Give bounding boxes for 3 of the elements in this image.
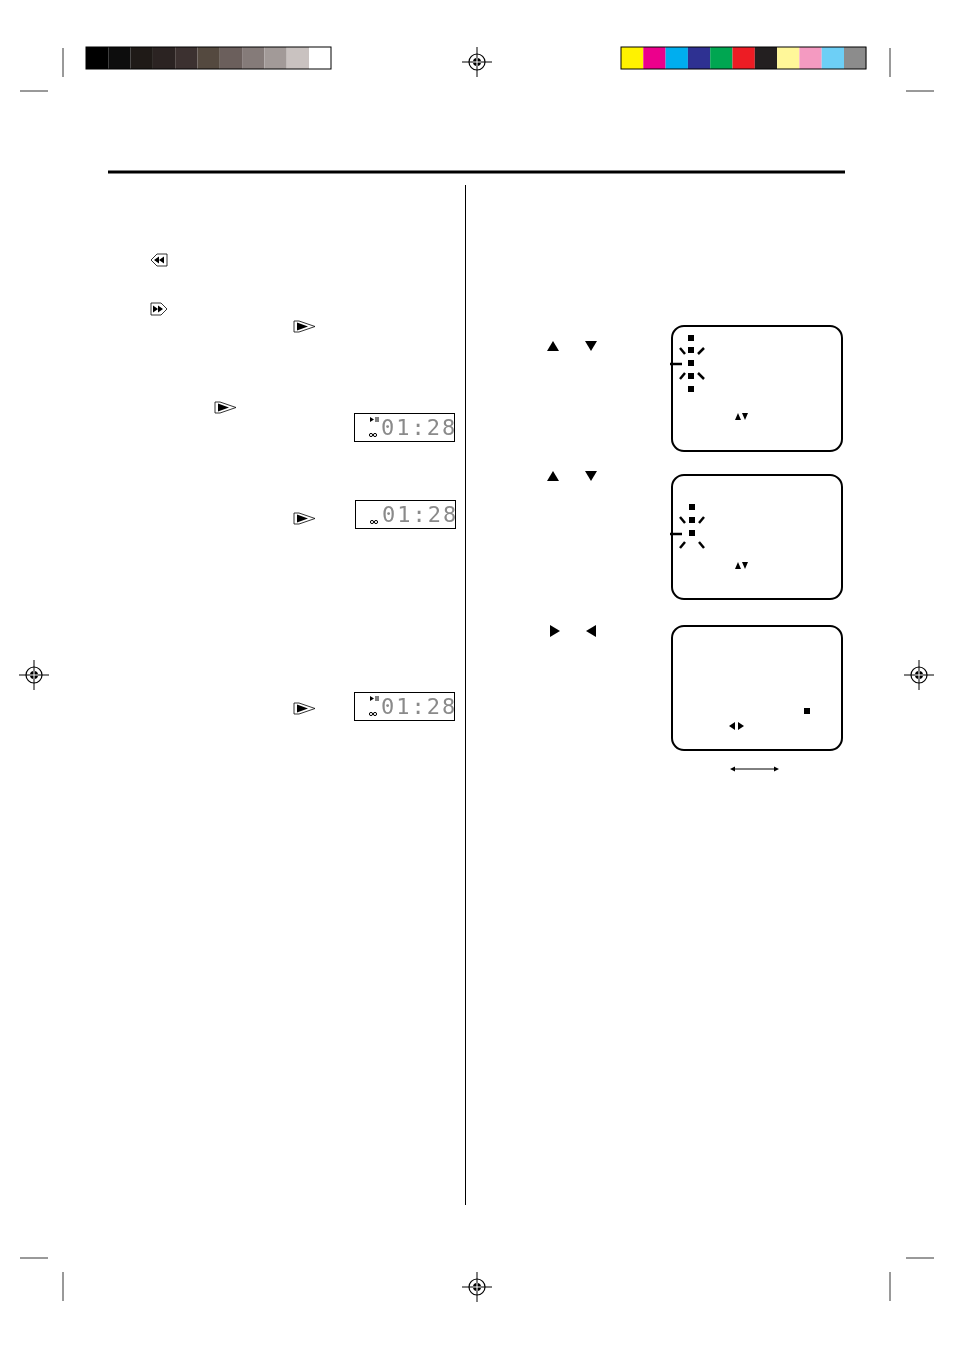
time-readout: 01:28 (381, 693, 458, 721)
time-readout: 01:28 (382, 501, 459, 529)
time-readout: 01:28 (381, 414, 458, 442)
